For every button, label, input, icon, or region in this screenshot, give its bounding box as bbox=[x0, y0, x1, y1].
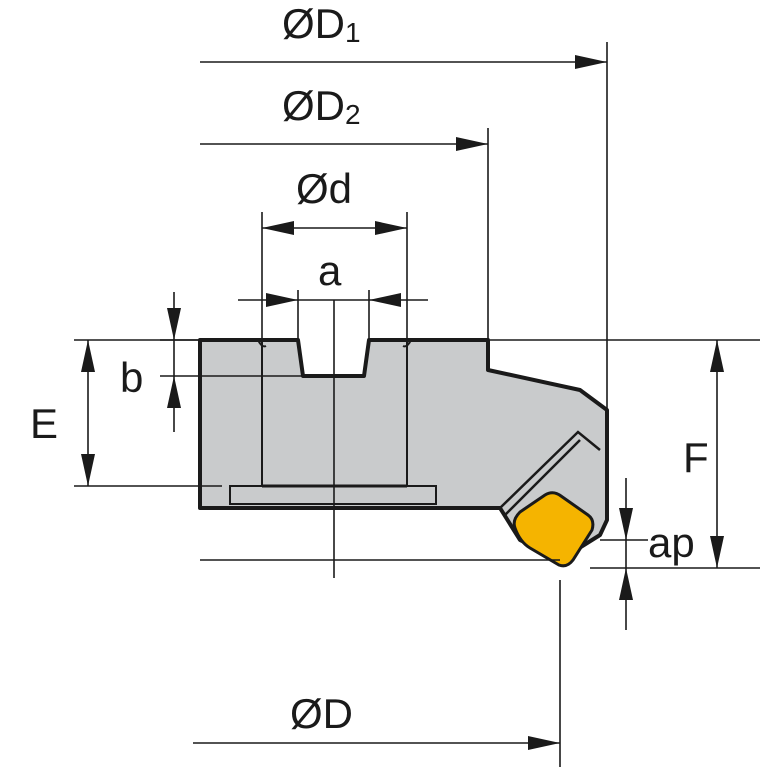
label-d: Ød bbox=[296, 165, 352, 212]
dimension-D bbox=[193, 580, 561, 767]
label-a: a bbox=[318, 247, 342, 294]
insert-pocket bbox=[499, 430, 601, 516]
dimension-ap bbox=[600, 478, 648, 630]
label-D1: ØD1 bbox=[282, 0, 361, 48]
label-F: F bbox=[683, 434, 709, 481]
cutting-insert bbox=[512, 491, 595, 568]
label-b: b bbox=[120, 354, 143, 401]
label-D: ØD bbox=[290, 690, 353, 737]
bore-hole bbox=[229, 339, 437, 505]
dimension-D1 bbox=[200, 42, 608, 410]
dimension-d bbox=[261, 212, 408, 340]
label-ap: ap bbox=[648, 519, 695, 566]
dimension-a bbox=[238, 290, 428, 340]
dimension-E bbox=[74, 339, 222, 487]
dimension-D2 bbox=[200, 128, 489, 340]
label-E: E bbox=[30, 400, 58, 447]
dimension-F bbox=[490, 339, 760, 569]
label-D2: ØD2 bbox=[282, 82, 361, 130]
